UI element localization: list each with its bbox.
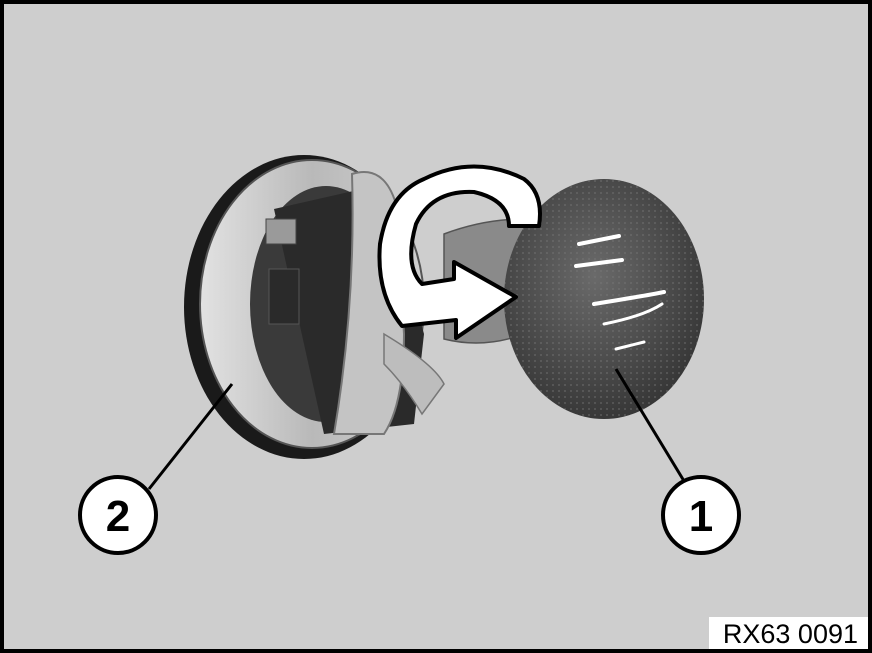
rotation-arrow-icon [377, 164, 542, 340]
callout-2: 2 [78, 475, 158, 555]
callout-1-label: 1 [689, 492, 713, 541]
callout-1: 1 [661, 475, 741, 555]
callout-line-2 [147, 383, 234, 490]
bulb-socket [184, 155, 445, 459]
diagram-canvas: 1 2 [78, 155, 741, 555]
callout-2-label: 2 [106, 492, 130, 541]
reference-code: RX63 0091 [708, 617, 868, 649]
bulb [443, 179, 704, 419]
callout-line-1 [614, 368, 686, 482]
